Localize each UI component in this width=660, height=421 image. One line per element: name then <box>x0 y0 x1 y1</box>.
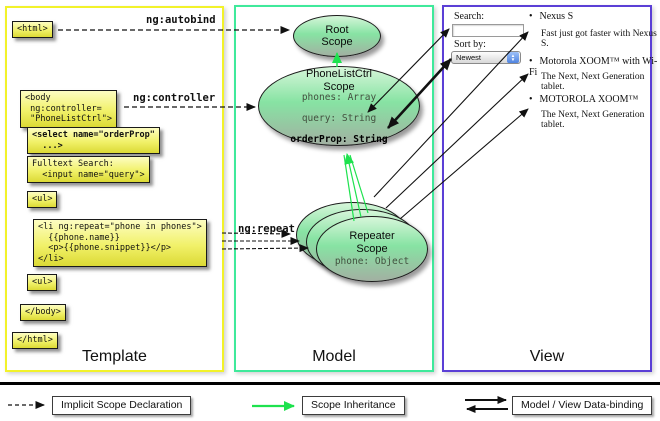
phonelistctrl-scope-props: phones: Array query: String orderProp: S… <box>290 93 387 146</box>
code-ul-close: <ul> <box>27 274 58 291</box>
model-column <box>234 5 434 372</box>
legend-divider <box>0 382 660 385</box>
code-fulltext-search: Fulltext Search: <input name="query"> <box>27 156 150 183</box>
prop-orderprop: orderProp: String <box>290 134 388 146</box>
list-item-title: •Motorola XOOM™ with Wi-Fi <box>529 56 658 78</box>
phonelistctrl-scope-ellipse: PhoneListCtrl Scope phones: Array query:… <box>258 66 420 146</box>
code-body-open: <body ng:controller= "PhoneListCtrl"> <box>20 90 117 128</box>
list-item-desc: The Next, Next Generation tablet. <box>541 72 645 92</box>
search-input[interactable] <box>452 24 524 37</box>
code-li-repeat: <li ng:repeat="phone in phones"> {{phone… <box>33 219 207 267</box>
legend-implicit-scope: Implicit Scope Declaration <box>52 396 192 415</box>
repeater-scope-ellipse: Repeater Scope phone: Object <box>316 216 428 282</box>
repeater-scope-prop: phone: Object <box>334 256 410 268</box>
code-select: <select name="orderProp" ...> <box>27 127 160 154</box>
label-ng-autobind: ng:autobind <box>146 14 216 26</box>
view-label: View <box>529 348 565 365</box>
code-html-open: <html> <box>12 21 53 38</box>
select-stepper-icon: ▲▼ <box>507 52 519 63</box>
legend-scope-inheritance: Scope Inheritance <box>302 396 405 415</box>
code-body-close: </body> <box>20 304 66 321</box>
bullet-icon: • <box>529 11 533 22</box>
code-ul-open: <ul> <box>27 191 58 208</box>
prop-query: query: String <box>301 113 377 125</box>
sort-select-value: Newest <box>456 53 482 62</box>
phonelistctrl-scope-title: PhoneListCtrl Scope <box>305 68 373 93</box>
model-label: Model <box>312 348 356 365</box>
bullet-icon: • <box>529 94 533 105</box>
list-item-title: •Nexus S <box>529 11 574 22</box>
root-scope-ellipse: Root Scope <box>293 15 381 57</box>
sort-by-label: Sort by: <box>454 39 486 50</box>
sort-select[interactable]: Newest ▲▼ <box>451 51 521 64</box>
list-item-desc: The Next, Next Generation tablet. <box>541 110 645 130</box>
label-ng-repeat: ng:repeat <box>238 223 295 235</box>
list-item-desc: Fast just got faster with Nexus S. <box>541 29 657 49</box>
root-scope-title: Root Scope <box>321 23 353 49</box>
template-label: Template <box>82 348 147 365</box>
bullet-icon: • <box>529 56 533 67</box>
legend-data-binding: Model / View Data-binding <box>512 396 653 415</box>
code-html-close: </html> <box>12 332 58 349</box>
prop-phones: phones: Array <box>301 92 377 104</box>
search-label: Search: <box>454 11 484 22</box>
repeater-scope-title: Repeater Scope <box>349 230 395 255</box>
label-ng-controller: ng:controller <box>133 92 216 104</box>
list-item-title: •MOTOROLA XOOM™ <box>529 94 639 105</box>
